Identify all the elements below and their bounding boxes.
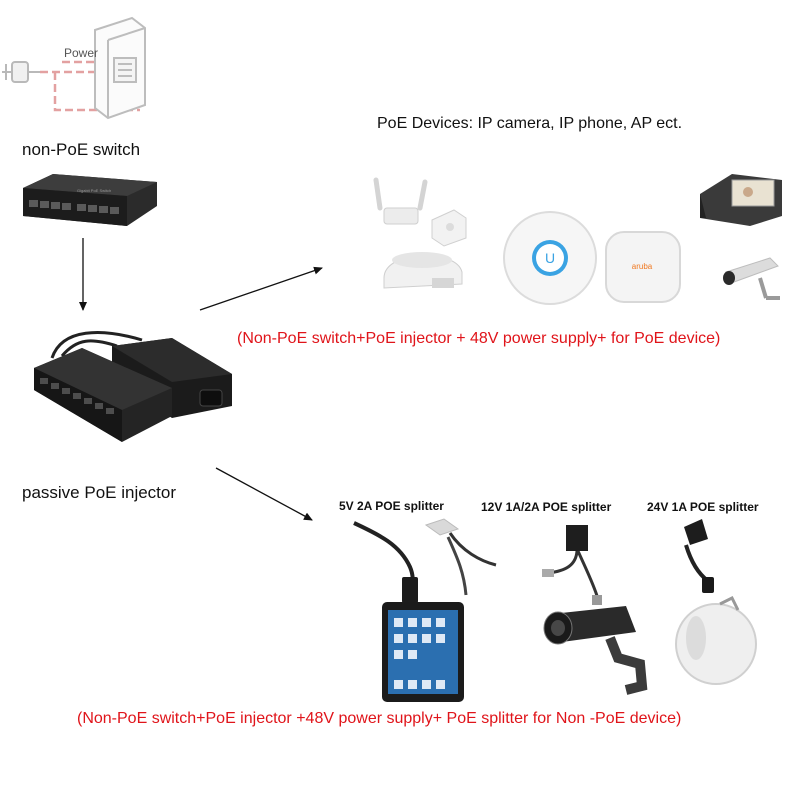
ip-phone-device: [700, 174, 782, 226]
splitter-24v: [684, 519, 714, 593]
non-poe-switch-image: Gigabit PoE Switch: [15, 170, 160, 232]
poe-devices-images: U aruba: [370, 160, 790, 310]
power-sketch: Power: [0, 0, 150, 125]
square-ap-device: [431, 209, 467, 247]
splitter-5v: [353, 518, 497, 603]
router-device: [373, 177, 428, 225]
poe-devices-title: PoE Devices: IP camera, IP phone, AP ect…: [377, 115, 683, 132]
splitter-12v: [542, 525, 602, 605]
splitter-images: [340, 515, 800, 610]
plug-icon: [2, 61, 40, 83]
power-building-illustration: [2, 16, 146, 120]
tablet-device: [382, 602, 464, 702]
splitter-label-12v: 12V 1A/2A POE splitter: [481, 500, 612, 514]
poe-injector-image: [22, 318, 242, 463]
poe-devices-note: (Non-PoE switch+PoE injector + 48V power…: [237, 330, 721, 347]
bullet-camera-device: [543, 606, 648, 695]
arrow-injector-to-splitters: [215, 467, 313, 521]
arrow-injector-to-poe-devices: [199, 266, 323, 311]
outdoor-dome-ap-device: [383, 252, 463, 289]
non-poe-device-images: [380, 595, 780, 704]
non-poe-switch-title: non-PoE switch: [22, 140, 141, 159]
splitter-label-5v: 5V 2A POE splitter: [339, 499, 444, 513]
dish-antenna-device: [675, 595, 757, 685]
switch-panel-text: Gigabit PoE Switch: [77, 188, 111, 193]
aruba-ap-device: aruba: [605, 231, 681, 303]
power-label: Power: [64, 46, 99, 60]
ip-camera-device: [723, 257, 780, 300]
unifi-ap-device: U: [503, 211, 597, 305]
aruba-brand-text: aruba: [632, 262, 653, 271]
passive-poe-injector-title: passive PoE injector: [22, 483, 177, 502]
splitters-note: (Non-PoE switch+PoE injector +48V power …: [77, 710, 682, 727]
splitter-label-24v: 24V 1A POE splitter: [647, 500, 759, 514]
svg-text:U: U: [545, 250, 555, 266]
